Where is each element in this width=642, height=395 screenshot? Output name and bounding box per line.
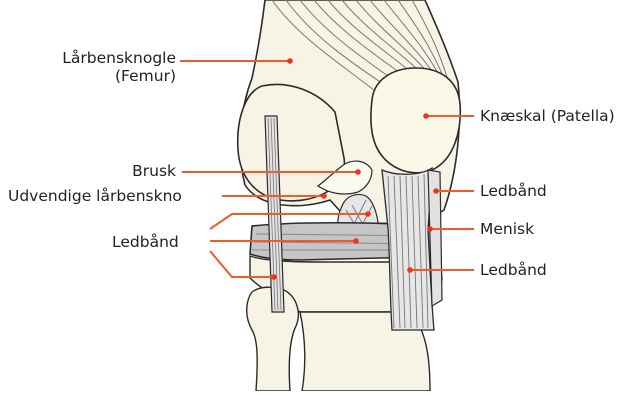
label-ligament-upper-right: Ledbånd	[480, 182, 547, 200]
label-condyle: Udvendige lårbenskno	[8, 187, 182, 205]
dot-cartilage	[355, 169, 361, 175]
label-femur-line1: Lårbensknogle	[10, 49, 176, 67]
dot-femur	[287, 58, 293, 64]
label-ligaments-left: Ledbånd	[112, 233, 179, 251]
dot-ligament-b	[353, 238, 359, 244]
dot-meniscus	[427, 226, 433, 232]
patella-shape	[371, 68, 460, 173]
dot-patella	[423, 113, 429, 119]
label-meniscus: Menisk	[480, 220, 534, 238]
label-cartilage: Brusk	[60, 162, 176, 180]
dot-ligament-upper-right	[433, 188, 439, 194]
dot-condyle	[321, 193, 327, 199]
dot-ligament-lower-right	[407, 267, 413, 273]
label-ligament-lower-right: Ledbånd	[480, 261, 547, 279]
label-patella: Knæskal (Patella)	[480, 107, 615, 125]
dot-ligament-a	[365, 211, 371, 217]
label-femur-line2: (Femur)	[10, 67, 176, 85]
label-femur: Lårbensknogle (Femur)	[10, 49, 176, 85]
dot-ligament-c	[271, 274, 277, 280]
